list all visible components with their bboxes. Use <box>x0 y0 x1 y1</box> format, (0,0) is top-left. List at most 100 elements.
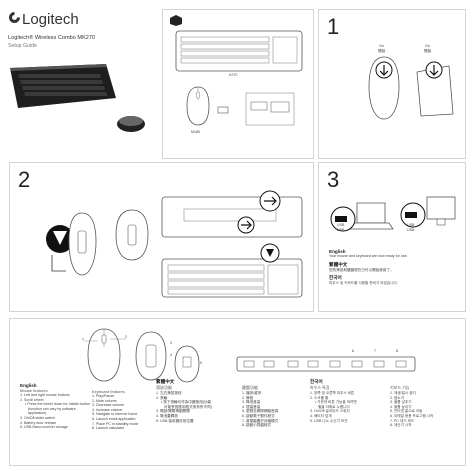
laptop-usb-diagram <box>330 202 394 232</box>
ready-en-title: English <box>329 249 346 254</box>
mouse-model-label: M185 <box>191 130 200 134</box>
features-kr-mouse-item: • 가운데 버튼 기능을 하려면 <box>315 400 357 405</box>
features-kr-mouse-item: 휠을 아래로 누릅니다 <box>318 404 350 409</box>
features-en-mouse-item: application) <box>28 411 47 416</box>
step-2-panel: 2 <box>9 162 314 312</box>
step-3-panel: 3 USB USB USB USB English Your mouse and… <box>318 162 466 312</box>
features-kr-mouse-item: 1. 왼쪽 및 오른쪽 마우스 버튼 <box>310 391 355 395</box>
callout-1: 1 <box>82 337 84 341</box>
step-2-number: 2 <box>18 167 31 192</box>
mouse-top-features-diagram <box>84 328 126 382</box>
features-kr-mouse-item: 3. On/Off 슬라이드 스위치 <box>310 409 350 414</box>
features-en-kb-column: Keyboard features 1. Play/Pause 2. Mute … <box>92 389 138 431</box>
features-kr-kb-item: 4. 볼륨 높이기 <box>390 404 412 409</box>
callout-8: 8 <box>396 349 398 353</box>
features-kr-kb-title: 키보드 기능 <box>390 385 410 390</box>
mouse-receiver-storage-diagram <box>174 345 200 383</box>
keyboard-outline <box>175 30 303 72</box>
features-kr-mouse-item: 4. 배터리 덮개 <box>310 413 332 418</box>
features-en-kb-item: 4. Increase volume <box>92 407 123 412</box>
features-tc-mouse-item: • 按下滾輪可作為中鍵使用(功能 <box>161 400 212 405</box>
features-kr-mouse-item: 5. USB 나노 수신기 보관 <box>310 418 348 423</box>
features-tc-kb-item: 2. 靜音 <box>242 395 254 400</box>
features-kr-kb-item: 6. 이메일 응용 프로그램 시작 <box>390 413 434 418</box>
features-kr-kb-item: 5. 인터넷 홈으로 이동 <box>390 409 423 414</box>
features-panel: 1 2 3 4 5 6 7 8 English Mouse features 1… <box>9 318 466 466</box>
mouse-battery-closeup <box>115 209 149 261</box>
features-tc-mouse-item: 1. 左右滑鼠按鈕 <box>156 391 182 395</box>
mouse-battery-diagram <box>46 212 97 276</box>
features-tc-mouse-item: 5. USB 接收器存放位置 <box>156 418 194 423</box>
logitech-logo-icon <box>9 12 20 23</box>
features-tc-kb-column: 鍵盤功能 1. 播放/暫停 2. 靜音 3. 降低音量 4. 提高音量 5. 瀏… <box>242 385 278 428</box>
features-kr-title: 한국어 <box>310 379 323 384</box>
mouse-outline <box>186 86 210 126</box>
keyboard-model-label: K270 <box>229 73 238 77</box>
features-tc-mouse-item: 3. 開啟/關閉滑動開關 <box>156 409 190 414</box>
features-kr-kb-column: 키보드 기능 1. 재생/일시 중지 2. 음소거 3. 볼륨 낮추기 4. 볼… <box>390 385 433 428</box>
features-tc-title: 繁體中文 <box>156 379 175 384</box>
batteries-docs-icon <box>245 92 295 126</box>
usb-label-2: USB <box>407 223 415 227</box>
ready-kr-title: 한국어 <box>329 275 342 281</box>
features-tc-mouse-item: 4. 電池蓋釋放 <box>156 413 178 418</box>
callout-7: 7 <box>374 349 376 353</box>
features-tc-mouse-item: 可能會因應用程式而有所不同) <box>164 404 212 409</box>
box-contents-panel: K270 M185 <box>162 9 314 159</box>
usb-label-1: USB <box>337 223 345 227</box>
desktop-usb-diagram <box>400 196 456 228</box>
features-tc-column: 繁體中文 滑鼠功能 1. 左右滑鼠按鈕 2. 滾輪 • 按下滾輪可作為中鍵使用(… <box>156 379 212 423</box>
features-en-kb-item: 6. Launch email application <box>92 416 136 421</box>
cover-panel: Logitech Logitech® Wireless Combo MK270 … <box>0 0 158 158</box>
features-en-kb-item: 3. Decrease volume <box>92 403 124 408</box>
features-tc-mouse-title: 滑鼠功能 <box>156 385 172 390</box>
usb-sublabel-1: USB <box>337 228 345 232</box>
power-on-label-2: On <box>425 44 430 48</box>
features-en-column: English Mouse features 1. Left and right… <box>20 383 90 430</box>
mouse-bottom-outline <box>368 56 400 120</box>
features-kr-column: 한국어 마우스 특징 1. 왼쪽 및 오른쪽 마우스 버튼 2. 스크롤 휠 •… <box>310 379 357 423</box>
features-tc-kb-item: 4. 提高音量 <box>242 404 261 409</box>
features-en-kb-item: 1. Play/Pause <box>92 394 115 398</box>
callout-4: 4 <box>170 353 172 357</box>
features-tc-kb-item: 3. 降低音量 <box>242 400 261 405</box>
features-tc-kb-title: 鍵盤功能 <box>242 385 258 390</box>
brand-name: Logitech <box>22 11 79 28</box>
features-tc-kb-item: 1. 播放/暫停 <box>242 391 262 395</box>
callout-6: 6 <box>352 349 354 353</box>
features-tc-mouse-item: 2. 滾輪 <box>156 395 168 400</box>
features-en-title: English <box>20 383 37 388</box>
box-icon <box>170 15 182 26</box>
step-1-number: 1 <box>327 14 340 39</box>
usb-sublabel-2: USB <box>407 228 415 232</box>
features-en-kb-item: 7. Place PC in standby mode <box>92 421 139 426</box>
ready-tc-title: 繁體中文 <box>329 261 348 267</box>
receiver-outline <box>217 106 229 114</box>
callout-3: 3 <box>170 341 172 345</box>
features-kr-mouse-item: 2. 스크롤 휠 <box>310 395 329 400</box>
features-kr-mouse-title: 마우스 특징 <box>310 385 330 390</box>
features-kr-kb-item: 8. 계산기 시작 <box>390 423 412 428</box>
features-tc-kb-item: 5. 瀏覽至網際網路首頁 <box>242 409 279 414</box>
setup-guide-label: Setup Guide <box>8 43 37 49</box>
features-en-mouse-item: 4. Battery door release <box>20 420 57 425</box>
features-en-mouse-item: 3. On/Off slider switch <box>20 415 56 420</box>
features-en-mouse-item: 2. Scroll wheel <box>20 397 44 402</box>
features-en-kb-title: Keyboard features <box>92 389 125 394</box>
callout-2: 2 <box>125 335 127 339</box>
features-en-mouse-item: • Press the wheel down for middle button <box>25 402 91 407</box>
features-kr-kb-item: 3. 볼륨 낮추기 <box>390 400 412 405</box>
step-3-number: 3 <box>327 167 340 192</box>
features-tc-kb-item: 6. 啟動電子郵件程式 <box>242 413 275 418</box>
features-kr-kb-item: 7. PC 대기 모드 <box>390 418 415 423</box>
features-en-mouse-item: 5. USB Nano-receiver storage <box>20 425 68 430</box>
step-1-panel: 1 On 開啟 On 開啟 <box>318 9 466 159</box>
features-en-kb-item: 5. Navigate to Internet home <box>92 412 138 417</box>
ready-en-text: Your mouse and keyboard are now ready fo… <box>329 254 408 258</box>
product-title: Logitech® Wireless Combo MK270 <box>8 35 96 41</box>
mouse-photo <box>117 116 145 132</box>
keyboard-bottom-diagram <box>161 190 303 238</box>
callout-5: 5 <box>200 361 202 365</box>
features-en-mouse-item: (function can vary by software <box>28 406 76 411</box>
keyboard-top-diagram <box>161 243 303 298</box>
